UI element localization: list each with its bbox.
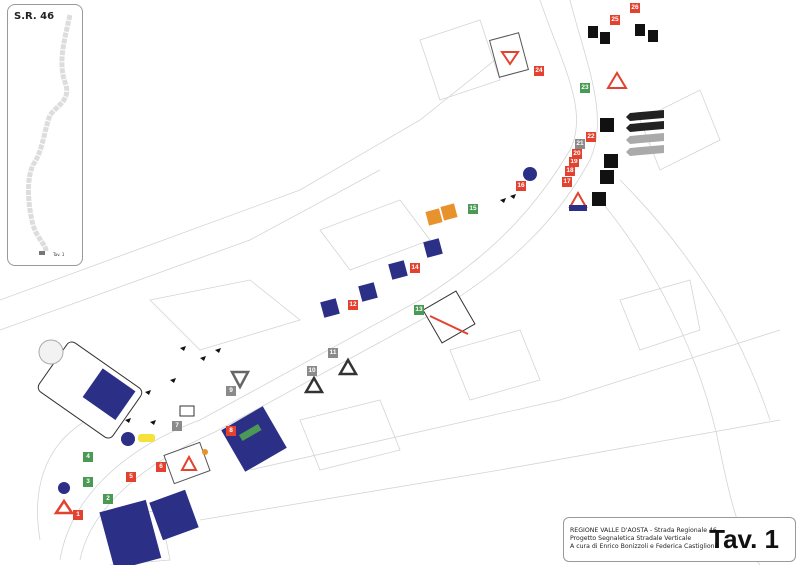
chevron-boards bbox=[588, 24, 658, 206]
keep-right-sign bbox=[121, 432, 135, 446]
sign-marker-9: 9 bbox=[226, 386, 236, 396]
roundabout-sign bbox=[58, 482, 70, 494]
green-panel bbox=[238, 423, 262, 442]
speed-limit-disc bbox=[38, 339, 64, 365]
current-sheet-marker bbox=[39, 251, 45, 255]
route-overview-inset: S.R. 46 Tav. 1 bbox=[7, 4, 83, 266]
pedestrian-crossing-signs bbox=[320, 238, 443, 318]
highlight-patch bbox=[138, 434, 155, 442]
sign-marker-17: 17 bbox=[562, 177, 572, 187]
sign-marker-10: 10 bbox=[307, 366, 317, 376]
bend-right-sign bbox=[523, 167, 537, 181]
direction-panels bbox=[99, 499, 162, 565]
title-line-project: Progetto Segnaletica Stradale Verticale bbox=[570, 535, 692, 542]
title-line-authors: A cura di Enrico Bonizzoli e Federica Ca… bbox=[570, 543, 717, 550]
town-direction-sign bbox=[221, 406, 287, 472]
sign-marker-11: 11 bbox=[328, 348, 338, 358]
sign-marker-5: 5 bbox=[126, 472, 136, 482]
sign-marker-18: 18 bbox=[565, 166, 575, 176]
sign-marker-26: 26 bbox=[630, 3, 640, 13]
sign-marker-7: 7 bbox=[172, 421, 182, 431]
pedestrian-warning-11 bbox=[337, 357, 359, 376]
sign-marker-22: 22 bbox=[586, 132, 596, 142]
town-end-sign bbox=[422, 290, 476, 344]
sign-marker-24: 24 bbox=[534, 66, 544, 76]
sign-marker-23: 23 bbox=[580, 83, 590, 93]
sign-marker-20: 20 bbox=[572, 149, 582, 159]
title-line-region: REGIONE VALLE D'AOSTA - Strada Regionale… bbox=[570, 527, 717, 534]
yield-triangle bbox=[500, 51, 520, 66]
warning-triangle-23 bbox=[606, 71, 628, 89]
supplementary-panel bbox=[569, 205, 587, 211]
strike-line bbox=[429, 315, 469, 335]
lane-sign bbox=[179, 405, 195, 417]
sign-marker-3: 3 bbox=[83, 477, 93, 487]
direction-arrow-signs bbox=[626, 110, 664, 156]
road-outlines bbox=[0, 0, 781, 565]
sign-marker-4: 4 bbox=[83, 452, 93, 462]
sign-marker-16: 16 bbox=[516, 181, 526, 191]
current-sheet-label: Tav. 1 bbox=[53, 252, 65, 257]
route-overview-path bbox=[26, 14, 73, 252]
sign-marker-1: 1 bbox=[73, 510, 83, 520]
route-title: S.R. 46 bbox=[14, 11, 55, 22]
chevron-markers bbox=[125, 194, 516, 425]
sign-marker-25: 25 bbox=[610, 15, 620, 25]
sign-marker-13: 13 bbox=[414, 305, 424, 315]
flash-light-icon bbox=[202, 449, 208, 455]
sheet-number: Tav. 1 bbox=[709, 524, 779, 554]
sign-marker-2: 2 bbox=[103, 494, 113, 504]
title-block: REGIONE VALLE D'AOSTA - Strada Regionale… bbox=[563, 517, 796, 562]
sign-marker-15: 15 bbox=[468, 204, 478, 214]
warning-panel bbox=[149, 489, 199, 541]
give-way-triangle bbox=[53, 498, 75, 515]
sign-marker-21: 21 bbox=[575, 139, 585, 149]
school-children-signs bbox=[425, 203, 458, 226]
sign-marker-12: 12 bbox=[348, 300, 358, 310]
sign-marker-6: 6 bbox=[156, 462, 166, 472]
danger-triangle bbox=[180, 454, 198, 471]
sign-marker-14: 14 bbox=[410, 263, 420, 273]
warning-triangle-17 bbox=[568, 190, 588, 208]
pedestrian-warning-10 bbox=[303, 375, 325, 394]
sign-marker-8: 8 bbox=[226, 426, 236, 436]
warning-triangle-9 bbox=[229, 370, 251, 390]
sign-marker-19: 19 bbox=[569, 157, 579, 167]
